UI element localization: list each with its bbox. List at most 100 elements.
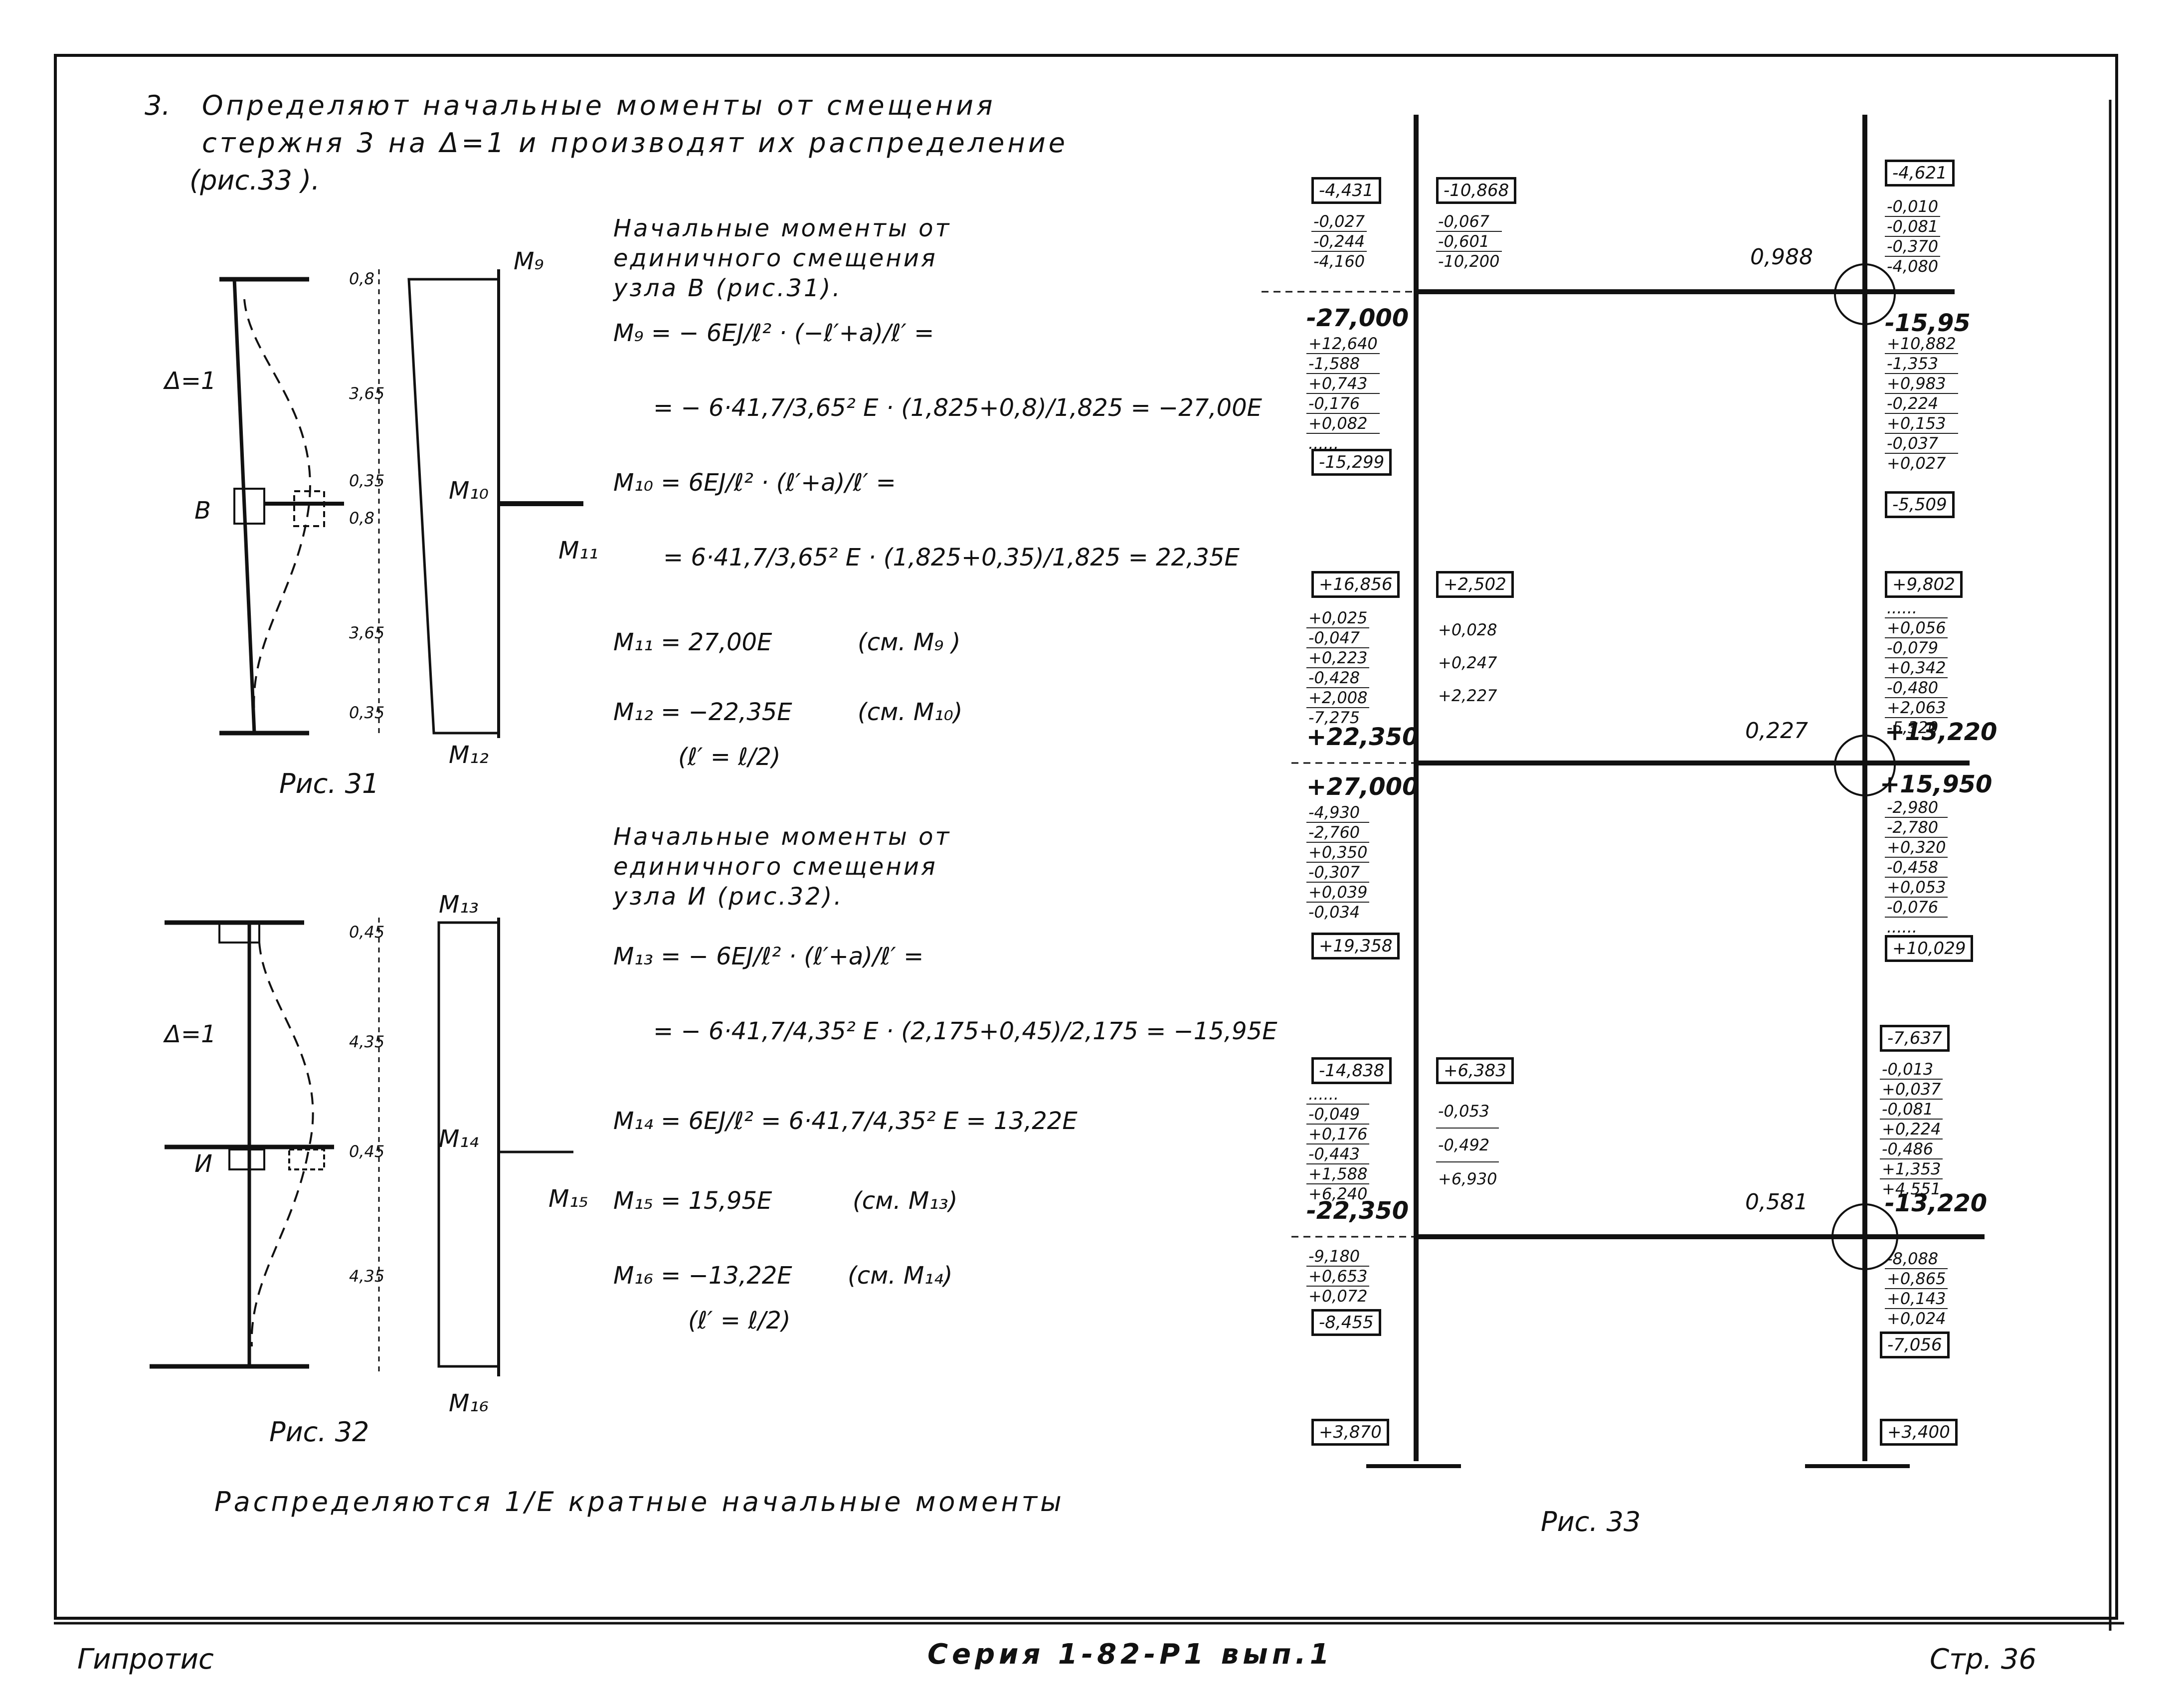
fig33-ratio-1: 0,988 bbox=[1750, 244, 1813, 270]
value: -10,200 bbox=[1438, 252, 1500, 271]
fig32-node-block bbox=[228, 1148, 265, 1170]
value: -0,428 bbox=[1306, 668, 1370, 688]
fig32-dim-1: 4,35 bbox=[349, 1032, 384, 1051]
fig33-left-j2-head: +27,000 bbox=[1306, 773, 1419, 801]
fig31-column bbox=[232, 279, 256, 734]
formula-m11: M₁₁ = 27,00E bbox=[613, 628, 772, 656]
fig33-left-mid-values: +0,025 -0,047 +0,223 -0,428 +2,008 -7,27… bbox=[1306, 608, 1370, 727]
value: +0,983 bbox=[1885, 374, 1958, 394]
formula-m9-a: M₉ = − 6EJ/ℓ² · (−ℓ′+a)/ℓ′ = bbox=[613, 319, 934, 347]
formula-m10-b: = 6·41,7/3,65² E · (1,825+0,35)/1,825 = … bbox=[663, 544, 1240, 571]
fig33-left-low-values: ...... -0,049 +0,176 -0,443 +1,588 +6,24… bbox=[1306, 1085, 1370, 1203]
value: ...... bbox=[1885, 598, 1948, 618]
value: -0,037 bbox=[1885, 434, 1958, 454]
fig33-right-j1-head: -15,95 bbox=[1885, 309, 1971, 337]
distribute-note: Распределяются 1/E кратные начальные мом… bbox=[214, 1486, 1065, 1518]
fig32-node: И bbox=[194, 1150, 212, 1178]
formula-m9-b: = − 6·41,7/3,65² E · (1,825+0,8)/1,825 =… bbox=[653, 394, 1262, 422]
value: -1,353 bbox=[1885, 354, 1958, 374]
value: +2,008 bbox=[1306, 688, 1370, 708]
value: -8,088 bbox=[1885, 1249, 1948, 1269]
fig33-joint-3 bbox=[1831, 1203, 1898, 1270]
value: -4,080 bbox=[1887, 257, 1939, 276]
value: -0,224 bbox=[1885, 394, 1958, 414]
value: -2,760 bbox=[1306, 823, 1370, 843]
value: -0,067 bbox=[1436, 212, 1502, 232]
fig31-node-block bbox=[233, 488, 265, 525]
fig33-left-mid-end: +22,350 bbox=[1306, 723, 1419, 751]
value: -0,480 bbox=[1885, 678, 1948, 698]
value: +0,320 bbox=[1885, 838, 1948, 858]
section-line-3: (рис.33 ). bbox=[189, 165, 320, 196]
value: +0,025 bbox=[1306, 608, 1370, 628]
formula-m15: M₁₅ = 15,95E bbox=[613, 1187, 772, 1215]
value: -4,160 bbox=[1313, 252, 1365, 271]
value: -0,458 bbox=[1885, 858, 1948, 878]
value: -0,034 bbox=[1308, 903, 1360, 922]
section-number: 3. bbox=[145, 90, 171, 121]
value: +0,037 bbox=[1880, 1080, 1943, 1100]
fig31-dim-4: 3,65 bbox=[349, 623, 384, 642]
value: +0,342 bbox=[1885, 658, 1948, 678]
value: +0,153 bbox=[1885, 414, 1958, 434]
value: +0,072 bbox=[1308, 1287, 1368, 1306]
value: -0,053 bbox=[1436, 1095, 1499, 1129]
fig33-mid-top-values: -0,067 -0,601 -10,200 bbox=[1436, 212, 1502, 271]
value: +0,247 bbox=[1438, 653, 1497, 672]
value: -0,370 bbox=[1885, 237, 1941, 257]
fig33-left-top-box: -4,431 bbox=[1311, 177, 1381, 204]
value: +6,240 bbox=[1308, 1184, 1368, 1203]
value: +6,930 bbox=[1438, 1169, 1497, 1188]
fig33-mid-top-box: -10,868 bbox=[1436, 177, 1517, 204]
fig33-right-top-values: -0,010 -0,081 -0,370 -4,080 bbox=[1885, 197, 1941, 276]
value: +0,743 bbox=[1306, 374, 1380, 394]
formula-m12-ref: (см. M₁₀) bbox=[858, 698, 963, 726]
value: +4,551 bbox=[1882, 1179, 1941, 1198]
footer-left: Гипротис bbox=[77, 1643, 214, 1676]
fig33-right-j2-box: +10,029 bbox=[1885, 935, 1974, 962]
fig33-left-mid-box: +16,856 bbox=[1311, 571, 1400, 598]
fig33-mid-mid-values: +0,028 +0,247 +2,227 bbox=[1436, 613, 1499, 712]
fig31-dim-3: 0,8 bbox=[349, 509, 374, 528]
fig33-right-low-box: -7,637 bbox=[1880, 1025, 1950, 1052]
value: -7,275 bbox=[1308, 708, 1360, 727]
value: -0,601 bbox=[1436, 232, 1502, 252]
value: -0,307 bbox=[1306, 863, 1370, 883]
value: -2,980 bbox=[1885, 798, 1948, 818]
value: +10,882 bbox=[1885, 334, 1958, 354]
formula-m13-b: = − 6·41,7/4,35² E · (2,175+0,45)/2,175 … bbox=[653, 1017, 1277, 1045]
fig31-label-m11: M₁₁ bbox=[558, 537, 598, 565]
value: -4,930 bbox=[1306, 803, 1370, 823]
fig32-label-m16: M₁₆ bbox=[449, 1389, 489, 1417]
fig33-mid-low-values: -0,053 -0,492 +6,930 bbox=[1436, 1095, 1499, 1195]
fig32-top-block bbox=[218, 922, 260, 944]
value: ...... bbox=[1306, 1085, 1370, 1105]
fig32-dim-0: 0,45 bbox=[349, 923, 384, 942]
fig33-right-mid-end: +13,220 bbox=[1885, 718, 1997, 746]
fig33-right-top-box: -4,621 bbox=[1885, 160, 1955, 187]
fig33-right-base-box: +3,400 bbox=[1880, 1419, 1958, 1446]
formula-m16: M₁₆ = −13,22E bbox=[613, 1262, 792, 1290]
fig33-right-mid-box: +9,802 bbox=[1885, 571, 1963, 598]
page-frame bbox=[54, 54, 2118, 1620]
formula-m13-a: M₁₃ = − 6EJ/ℓ² · (ℓ′+a)/ℓ′ = bbox=[613, 943, 924, 970]
fig33-ratio-2: 0,227 bbox=[1745, 718, 1808, 744]
fig33-joint-2 bbox=[1834, 735, 1896, 796]
fig33-left-top-values: -0,027 -0,244 -4,160 bbox=[1311, 212, 1367, 271]
value: +2,063 bbox=[1885, 698, 1948, 718]
value: -0,013 bbox=[1880, 1060, 1943, 1080]
fig33-left-j3-box: -8,455 bbox=[1311, 1309, 1381, 1336]
value: +0,653 bbox=[1306, 1267, 1370, 1287]
value: +0,176 bbox=[1306, 1125, 1370, 1144]
value: -2,780 bbox=[1885, 818, 1948, 838]
value: -0,081 bbox=[1885, 217, 1941, 237]
value: +1,588 bbox=[1306, 1164, 1370, 1184]
value: -0,486 bbox=[1880, 1139, 1943, 1159]
fig33-joint-1 bbox=[1834, 263, 1896, 325]
block-b-heading-3: узла В (рис.31). bbox=[613, 274, 842, 302]
value: +0,143 bbox=[1885, 1289, 1948, 1309]
block-b-heading-1: Начальные моменты от bbox=[613, 214, 951, 242]
formula-m16-note: (ℓ′ = ℓ/2) bbox=[688, 1307, 791, 1334]
value: -0,492 bbox=[1436, 1129, 1499, 1162]
